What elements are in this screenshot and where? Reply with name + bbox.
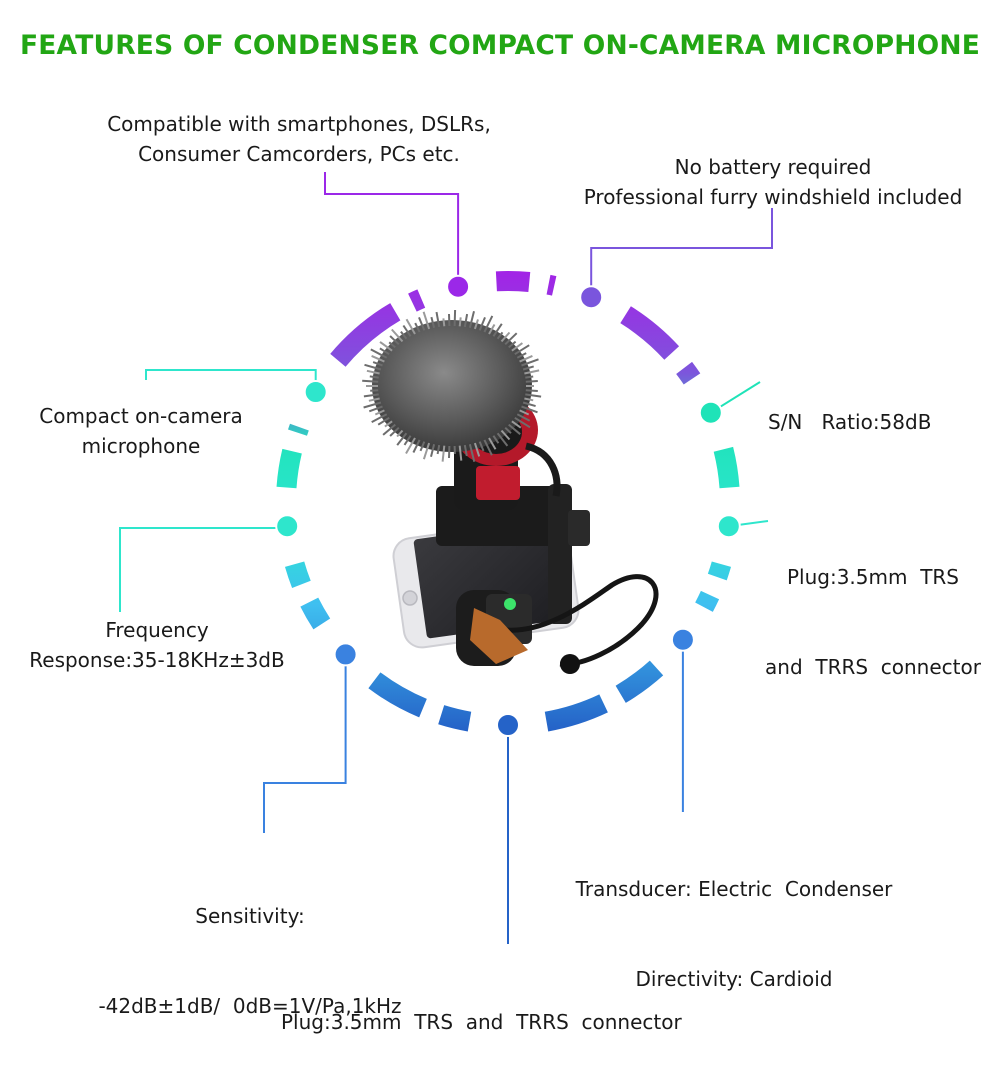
connector-compact bbox=[146, 370, 316, 392]
label-plug-right: Plug:3.5mm TRS and TRRS connector bbox=[748, 502, 998, 712]
dot-plug-bottom bbox=[497, 714, 519, 736]
ring-segment bbox=[496, 281, 529, 282]
connector-sensitivity bbox=[264, 654, 346, 833]
label-compact: Compact on-camera microphone bbox=[14, 401, 268, 461]
ring-segment bbox=[723, 449, 729, 487]
label-battery: No battery required Professional furry w… bbox=[552, 152, 994, 212]
ring-segment bbox=[621, 668, 657, 694]
label-frequency: Frequency Response:35-18KHz±3dB bbox=[4, 615, 310, 675]
label-compatible: Compatible with smartphones, DSLRs, Cons… bbox=[64, 109, 534, 169]
product-photo bbox=[362, 310, 656, 674]
dot-frequency bbox=[276, 515, 298, 537]
ring-segment bbox=[704, 595, 710, 607]
ring-segment bbox=[626, 315, 672, 353]
dot-snr bbox=[700, 402, 722, 424]
ring-segment bbox=[287, 451, 293, 487]
dot-transducer bbox=[672, 629, 694, 651]
ring-segment bbox=[549, 285, 555, 286]
ring-segment bbox=[717, 564, 721, 577]
ring-segment bbox=[298, 427, 300, 433]
dot-sensitivity bbox=[335, 643, 357, 665]
dot-battery bbox=[580, 286, 602, 308]
ring-segment bbox=[684, 368, 692, 379]
ring-segment bbox=[547, 703, 604, 721]
label-snr: S/N Ratio:58dB bbox=[768, 347, 931, 467]
label-plug-bottom: Plug:3.5mm TRS and TRRS connector bbox=[281, 947, 682, 1067]
ring-segment bbox=[441, 715, 469, 722]
ring-segment bbox=[295, 564, 302, 584]
connector-frequency bbox=[120, 526, 287, 612]
ring-segment bbox=[374, 680, 423, 708]
dot-compatible bbox=[447, 276, 469, 298]
ring-segment bbox=[309, 602, 322, 624]
connector-battery bbox=[591, 208, 772, 297]
ring-segment bbox=[412, 299, 421, 303]
connector-compatible bbox=[325, 172, 458, 287]
dot-plug-right bbox=[718, 515, 740, 537]
dot-compact bbox=[305, 381, 327, 403]
